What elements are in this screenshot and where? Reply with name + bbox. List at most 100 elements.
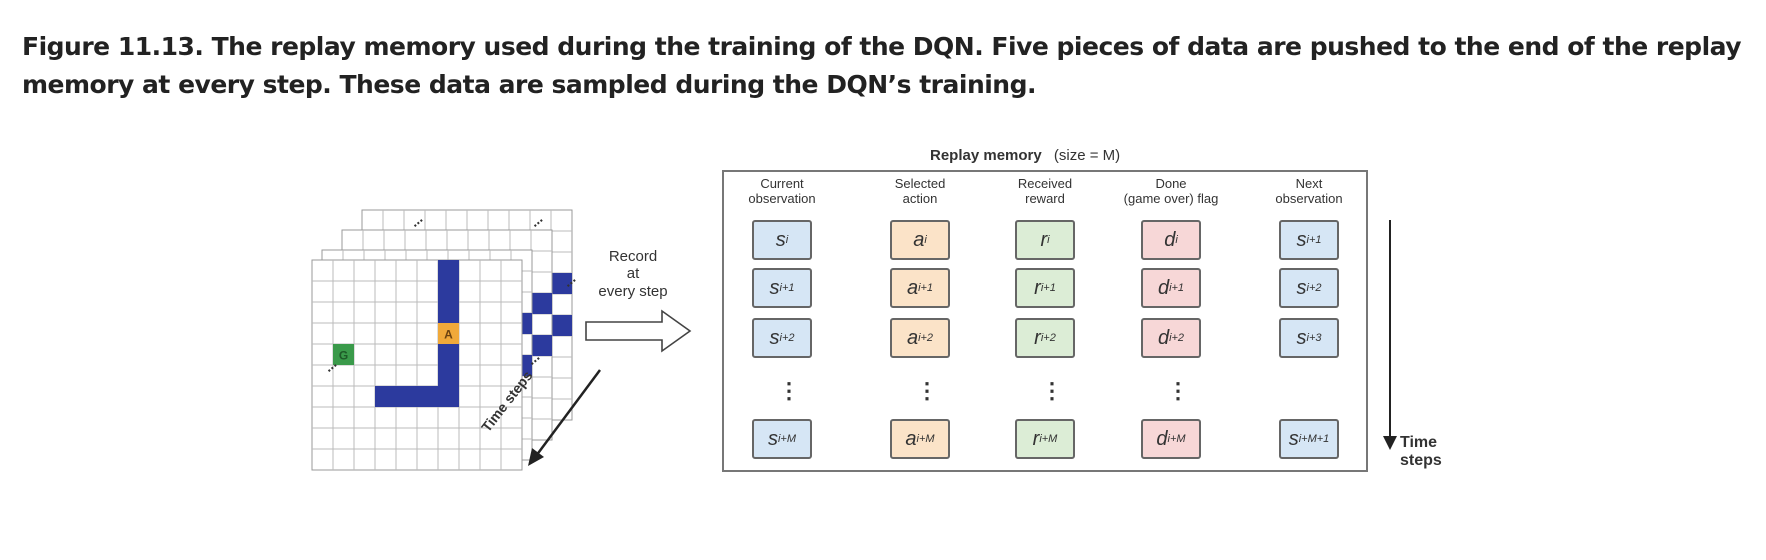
goal-cell [333,344,354,365]
grid-world-stack: GA [311,209,573,471]
snake-segment [551,273,572,294]
record-arrow [585,309,692,353]
memory-cell-letter: s [1288,427,1299,450]
memory-cell-subscript: i+1 [1169,282,1185,294]
snake-segment [531,293,552,314]
replay-memory-size: (size = M) [1053,147,1121,164]
memory-cell-subscript: i+3 [1306,332,1322,344]
memory-cell-letter: r [1040,228,1048,251]
snake-segment [438,386,459,407]
snake-segment [438,281,459,302]
memory-cell-subscript: i+M [1039,433,1058,445]
memory-cell-letter: a [906,276,919,299]
memory-cell-letter: r [1034,276,1041,299]
column-header-line-2: observation [1275,190,1343,206]
memory-cell-letter: d [1157,326,1170,349]
agent-label: A [444,328,453,342]
memory-cell-subscript: i+2 [779,332,795,344]
record-line-1: Record [608,248,658,265]
memory-cell-subscript: i+1 [1040,282,1056,294]
column-header-line-1: Selected [894,176,946,191]
column-header-line-2: reward [1025,190,1065,206]
memory-cell-letter: a [906,326,919,349]
column-ellipsis: ⋮ [778,378,800,403]
record-label: Record at every step [588,248,678,300]
memory-cell-subscript: i [924,234,927,246]
memory-cell-subscript: i+M [916,433,935,445]
replay-memory-title-text: Replay memory [930,147,1042,164]
grid-frame-front: GA [311,259,523,471]
figure-caption: Figure 11.13. The replay memory used dur… [22,32,1742,99]
memory-cell-subscript: i+1 [1306,234,1322,246]
memory-cell-letter: s [769,326,780,349]
memory-cell-subscript: i [785,234,789,246]
memory-cell-subscript: i+2 [1306,282,1322,294]
memory-cell-letter: s [767,427,778,450]
snake-segment [438,260,459,281]
memory-cell-letter: r [1032,427,1040,450]
column-ellipsis: ⋮ [1041,378,1063,403]
snake-segment [375,386,396,407]
memory-cell-subscript: i+2 [918,332,934,344]
snake-segment [417,386,438,407]
memory-cell-letter: d [1164,228,1176,251]
memory-cell-letter: d [1156,427,1168,450]
memory-cell-letter: s [1296,228,1307,251]
record-line-2: at [626,265,640,283]
memory-cell-subscript: i+2 [1040,332,1056,344]
snake-segment [551,315,572,336]
memory-cell-letter: s [769,276,780,299]
time-axis-line-2: steps [1400,452,1442,470]
column-header-line-1: Current [760,176,804,191]
column-header-line-2: (game over) flag [1123,190,1219,206]
goal-label: G [339,349,348,363]
snake-segment [438,302,459,323]
time-axis-arrow [1383,220,1397,450]
replay-memory-title: Replay memory (size = M) [930,147,1120,164]
agent-cell [438,323,459,344]
column-header-line-2: observation [748,190,816,206]
memory-cell-letter: s [775,228,786,251]
memory-cell-subscript: i [1047,234,1050,246]
memory-cell-letter: d [1157,276,1170,299]
memory-cell-letter: r [1034,326,1041,349]
memory-cell-letter: a [905,427,917,450]
memory-cell-subscript: i+M+1 [1298,433,1330,445]
snake-segment [531,335,552,356]
column-header-line-1: Received [1017,176,1073,191]
memory-cell-subscript: i+1 [779,282,795,294]
snake-segment [438,365,459,386]
time-steps-diagonal-arrow [528,369,602,466]
column-header-line-1: Next [1295,176,1323,191]
column-header-line-2: action [902,190,938,206]
memory-cell-letter: s [1296,276,1307,299]
column-ellipsis: ⋮ [916,378,938,403]
column-ellipsis: ⋮ [1167,378,1189,403]
column-header-line-1: Done [1155,176,1187,191]
memory-cell-letter: a [913,228,925,251]
time-axis-label: Time steps [1400,434,1442,471]
memory-cell-subscript: i+2 [1169,332,1185,344]
snake-segment [438,344,459,365]
memory-cell-subscript: i+M [777,433,797,445]
memory-cell-subscript: i+M [1167,433,1186,445]
